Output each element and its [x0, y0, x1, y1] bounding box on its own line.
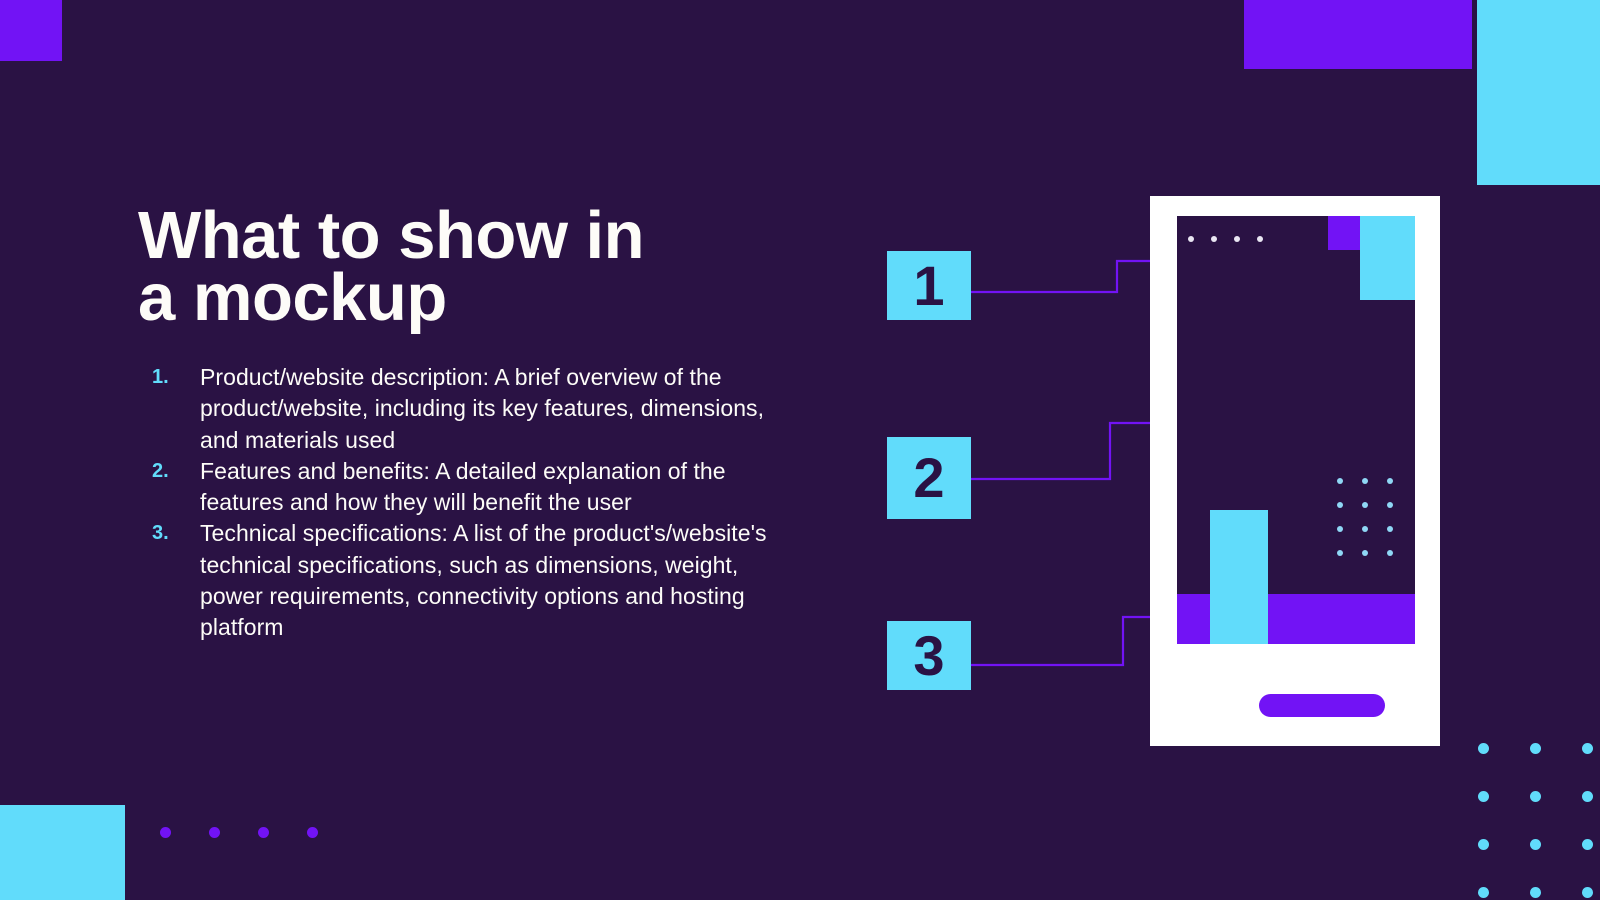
decor-dot: [1582, 791, 1593, 802]
decor-dot: [258, 827, 269, 838]
list-item-text: Features and benefits: A detailed explan…: [200, 457, 726, 516]
screen-grid-dot: [1362, 550, 1368, 556]
home-indicator[interactable]: [1259, 694, 1385, 717]
list-item: 1. Product/website description: A brief …: [152, 362, 792, 456]
phone-screen: [1177, 216, 1415, 644]
phone-mockup: [1150, 196, 1440, 746]
page-title-line-1: What to show in: [138, 197, 645, 273]
decor-bottom-right-dot-grid: [1478, 743, 1600, 900]
decor-dot: [1582, 887, 1593, 898]
list-item-number: 2.: [152, 459, 169, 482]
decor-dot: [307, 827, 318, 838]
screen-grid-dot: [1362, 502, 1368, 508]
decor-dot: [1478, 887, 1489, 898]
screen-grid-dot: [1362, 526, 1368, 532]
screen-grid-dot: [1337, 526, 1343, 532]
decor-dot: [1530, 887, 1541, 898]
list-item-number: 3.: [152, 522, 169, 545]
list-item: 3. Technical specifications: A list of t…: [152, 518, 792, 643]
screen-status-dots: [1188, 236, 1268, 244]
screen-grid-dot: [1387, 550, 1393, 556]
list-item-text: Product/website description: A brief ove…: [200, 364, 765, 453]
screen-grid-dot: [1337, 550, 1343, 556]
decor-top-left-square: [0, 0, 62, 61]
decor-dot: [1582, 743, 1593, 754]
screen-status-dot: [1257, 236, 1263, 242]
screen-cyan-rectangle: [1360, 216, 1415, 300]
screen-status-dot: [1188, 236, 1194, 242]
decor-dot: [1478, 839, 1489, 850]
list-item-number: 1.: [152, 366, 169, 388]
decor-dot: [160, 827, 171, 838]
screen-grid-dot: [1362, 478, 1368, 484]
decor-top-purple-rect: [1244, 0, 1472, 69]
screen-cyan-bar: [1210, 510, 1268, 644]
screen-status-dot: [1211, 236, 1217, 242]
decor-dot: [1478, 791, 1489, 802]
callout-badge-3: 3: [887, 621, 971, 690]
decor-dot: [1530, 839, 1541, 850]
page-title: What to show in a mockup: [138, 197, 778, 336]
decor-dot: [1530, 791, 1541, 802]
list-item-text: Technical specifications: A list of the …: [200, 520, 767, 641]
screen-grid-dot: [1337, 502, 1343, 508]
decor-dot: [1530, 743, 1541, 754]
callout-badge-1: 1: [887, 251, 971, 320]
decor-bottom-left-cyan-rect: [0, 805, 125, 900]
screen-grid-dot: [1387, 502, 1393, 508]
decor-dot: [1582, 839, 1593, 850]
callout-badge-2: 2: [887, 437, 971, 519]
screen-purple-square: [1328, 216, 1363, 250]
decor-dot: [1478, 743, 1489, 754]
decor-top-right-cyan-rect: [1477, 0, 1600, 185]
decor-dot: [209, 827, 220, 838]
screen-dot-grid: [1337, 478, 1407, 558]
list-item: 2. Features and benefits: A detailed exp…: [152, 456, 792, 519]
screen-status-dot: [1234, 236, 1240, 242]
decor-bottom-dot-row: [160, 827, 330, 841]
screen-grid-dot: [1387, 478, 1393, 484]
screen-grid-dot: [1337, 478, 1343, 484]
page-title-line-2: a mockup: [138, 260, 447, 336]
screen-grid-dot: [1387, 526, 1393, 532]
numbered-list: 1. Product/website description: A brief …: [152, 362, 792, 644]
